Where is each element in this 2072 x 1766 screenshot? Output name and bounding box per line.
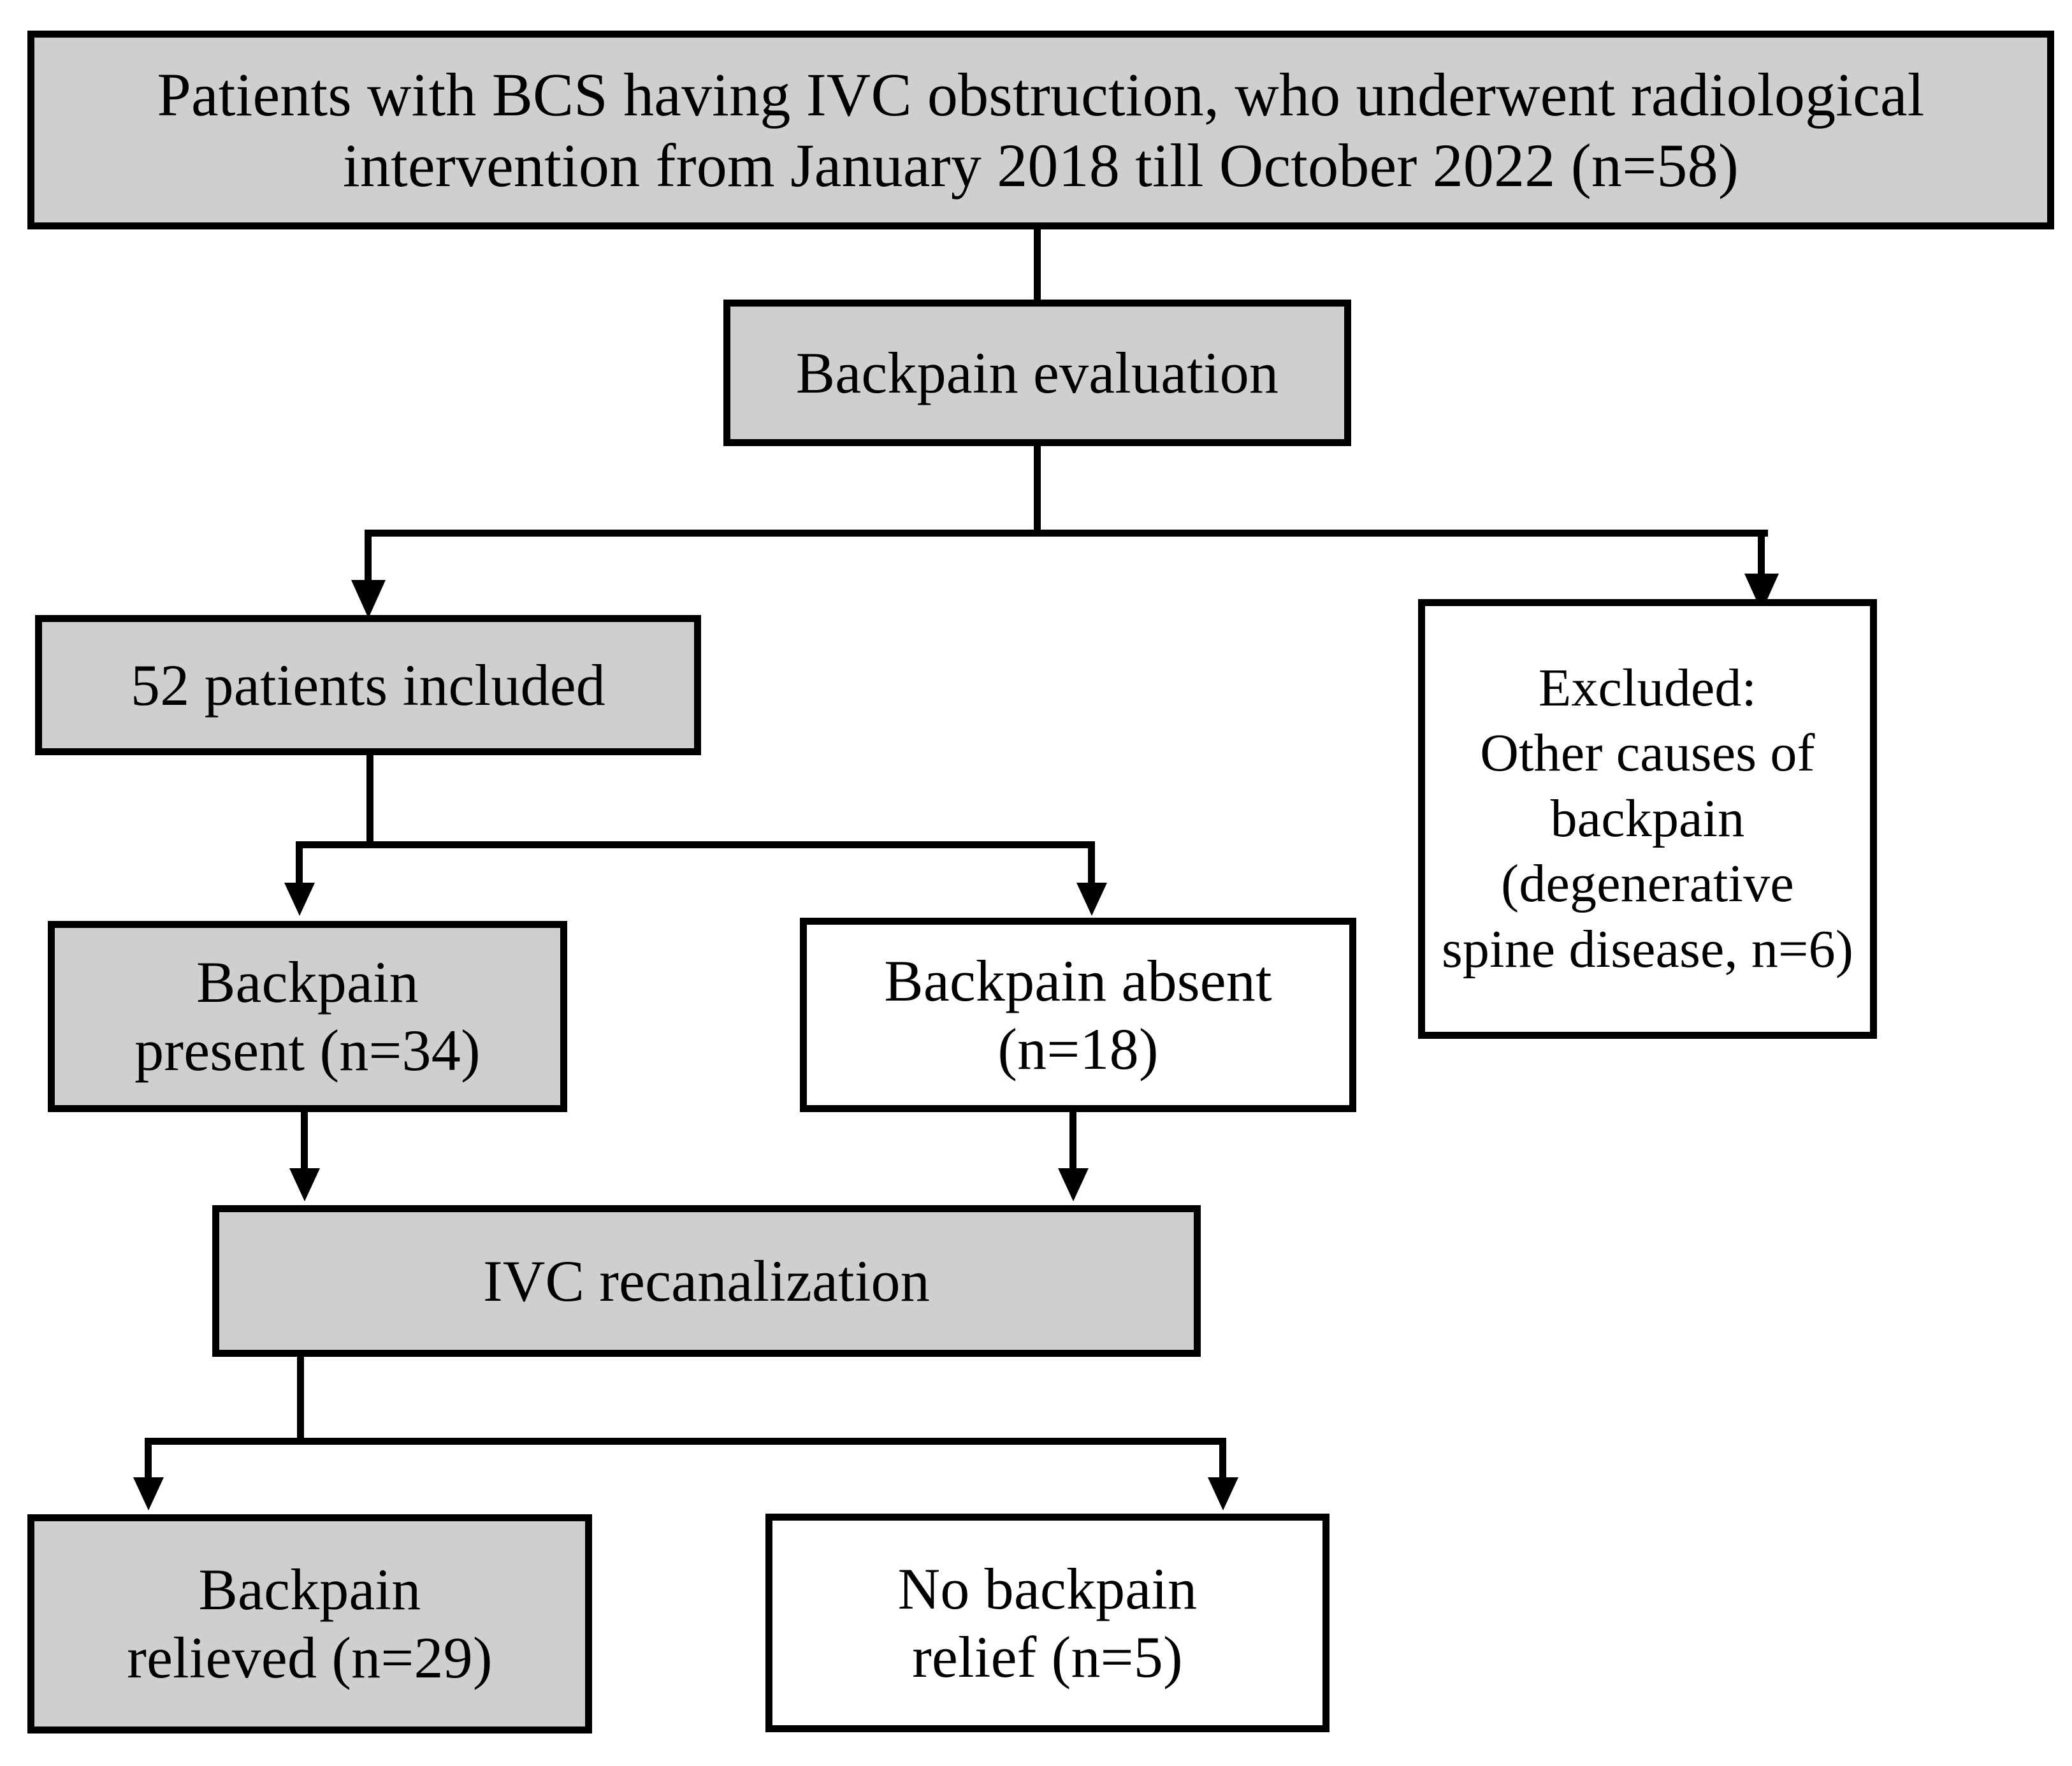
edge-absent-to-ivc: [1069, 1112, 1076, 1175]
edge-ivc-split-bar: [145, 1438, 1226, 1445]
arrowhead-to-backpain-absent: [1076, 883, 1107, 916]
node-backpain-relieved: Backpain relieved (n=29): [27, 1514, 592, 1733]
node-backpain-absent-label: Backpain absent (n=18): [884, 948, 1272, 1082]
arrowhead-to-backpain-present: [284, 883, 315, 916]
edge-included-stem: [366, 755, 373, 844]
node-backpain-present: Backpain present (n=34): [48, 921, 567, 1112]
node-52-patients-included: 52 patients included: [35, 615, 701, 755]
edge-evaluation-stem: [1034, 446, 1041, 537]
edge-ivc-stem: [297, 1357, 304, 1441]
edge-evaluation-right-drop: [1758, 530, 1765, 588]
node-ivc-recanalization: IVC recanalization: [212, 1205, 1201, 1357]
arrowhead-to-backpain-relieved: [133, 1477, 164, 1510]
arrowhead-absent-to-ivc: [1058, 1168, 1089, 1201]
edge-cohort-to-evaluation: [1034, 229, 1041, 305]
node-backpain-relieved-label: Backpain relieved (n=29): [127, 1557, 493, 1690]
arrowhead-to-no-backpain-relief: [1208, 1477, 1238, 1510]
node-backpain-absent: Backpain absent (n=18): [800, 918, 1356, 1112]
node-excluded-label: Excluded: Other causes of backpain (dege…: [1441, 658, 1854, 979]
node-no-backpain-relief-label: No backpain relief (n=5): [897, 1556, 1198, 1690]
edge-evaluation-left-drop: [365, 530, 372, 592]
node-cohort: Patients with BCS having IVC obstruction…: [27, 31, 2054, 229]
edge-included-split-bar: [296, 841, 1095, 848]
edge-present-to-ivc: [301, 1112, 308, 1175]
edge-evaluation-split-bar: [365, 530, 1768, 537]
edge-ivc-left-drop: [145, 1438, 152, 1484]
node-cohort-label: Patients with BCS having IVC obstruction…: [157, 60, 1925, 199]
arrowhead-present-to-ivc: [289, 1168, 320, 1201]
node-52-patients-included-label: 52 patients included: [131, 652, 605, 718]
node-backpain-evaluation: Backpain evaluation: [723, 300, 1351, 446]
node-no-backpain-relief: No backpain relief (n=5): [765, 1514, 1329, 1732]
node-backpain-present-label: Backpain present (n=34): [134, 950, 481, 1083]
edge-ivc-right-drop: [1219, 1438, 1226, 1484]
node-ivc-recanalization-label: IVC recanalization: [483, 1248, 930, 1314]
node-backpain-evaluation-label: Backpain evaluation: [795, 340, 1279, 405]
node-excluded: Excluded: Other causes of backpain (dege…: [1418, 599, 1877, 1039]
edge-included-left-drop: [296, 841, 303, 891]
edge-included-right-drop: [1088, 841, 1095, 891]
arrowhead-to-included: [351, 580, 386, 618]
